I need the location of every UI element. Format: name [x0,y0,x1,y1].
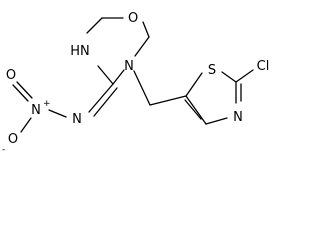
atom-n-thiazole: N [233,110,243,125]
bond-c4-c5-b [184,99,202,120]
bond-c2-n [134,36,150,57]
bond-c5-s [185,72,203,97]
atom-n-ring: N [124,59,134,74]
bond-nnitro-o-top-a [16,81,33,99]
bond-c3-nh [97,65,114,85]
bond-nnitro-o-bottom [20,117,32,133]
bond-nh-c1 [86,17,103,34]
atom-nh: HN [70,44,90,59]
atom-o-nitro-bottom: O [8,132,18,147]
atom-chlorine: Cl [257,59,270,74]
bond-c3-nimine-b [93,87,118,117]
bond-c4-c5-a [185,95,207,125]
charge-minus: - [2,145,5,155]
bond-c2t-cl [235,69,254,83]
bond-s-c2t [221,71,237,83]
atom-n-nitro: N [31,103,41,118]
thiamethoxam-structure: O HN N N N + O O - S N Cl [2,11,270,155]
bond-nnitro-o-top-b [12,84,29,102]
atom-o-nitro-top: O [6,68,16,83]
bond-o-c2 [142,21,150,38]
bond-n-c4 [205,117,228,125]
bond-n-c3 [112,69,125,85]
atom-n-imine: N [72,112,82,127]
atom-sulfur: S [208,63,216,78]
bond-ch2-c5 [149,95,187,106]
charge-plus: + [43,99,51,109]
bond-nimine-nnitro [48,109,67,118]
bond-c3-nimine-a [88,83,114,113]
bond-n-ch2 [133,70,151,106]
atom-oxygen-ring: O [128,11,138,26]
